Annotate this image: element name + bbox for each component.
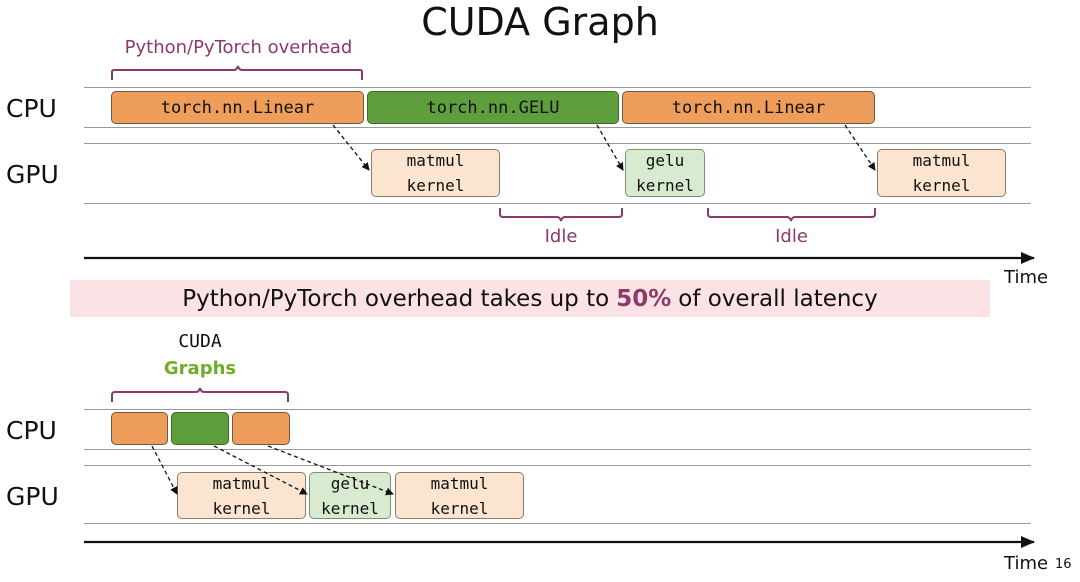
cuda-graphs-brace <box>111 387 289 402</box>
cpu-lane-top-line-bottom <box>84 409 1031 410</box>
cpu-op-label: torch.nn.Linear <box>671 97 826 118</box>
kernel-line2: kernel <box>430 498 489 518</box>
launch-arrow <box>213 445 308 495</box>
gpu-graph-kernel-gelu: gelu kernel <box>309 472 391 519</box>
gpu-lane-top-line <box>84 143 1031 144</box>
idle-brace-1 <box>499 208 623 222</box>
cpu-lane-top-line <box>84 87 1031 88</box>
cpu-graph-op-gelu <box>171 412 229 445</box>
launch-arrow <box>844 124 876 171</box>
page-number: 16 <box>1055 557 1072 572</box>
idle-label-1: Idle <box>544 226 578 247</box>
cpu-op-label: torch.nn.Linear <box>160 97 315 118</box>
cpu-lane-bottom-line <box>84 127 1031 128</box>
launch-arrow <box>267 445 394 496</box>
kernel-line2: kernel <box>912 176 971 195</box>
launch-arrow <box>596 124 624 171</box>
banner-text-after: of overall latency <box>678 285 878 312</box>
time-axis-label-bottom: Time <box>1004 553 1049 574</box>
banner-highlight: 50% <box>616 285 672 312</box>
kernel-line2: kernel <box>406 176 465 195</box>
kernel-line1: matmul <box>430 473 489 493</box>
idle-label-2: Idle <box>775 226 808 247</box>
launch-arrow <box>151 445 178 495</box>
cpu-graph-op-linear-2 <box>232 412 290 445</box>
cpu-op-gelu: torch.nn.GELU <box>367 91 619 124</box>
cpu-row-label-bottom: CPU <box>6 416 57 445</box>
kernel-line2: kernel <box>636 176 694 195</box>
graphs-label: Graphs <box>163 358 237 379</box>
cpu-lane-bottom-line-bottom <box>84 449 1031 450</box>
gpu-graph-kernel-matmul-1: matmul kernel <box>177 472 306 519</box>
gpu-row-label-bottom: GPU <box>6 482 59 511</box>
kernel-line1: matmul <box>912 151 971 170</box>
gpu-lane-bottom-line <box>84 203 1031 204</box>
gpu-graph-kernel-matmul-2: matmul kernel <box>395 472 524 519</box>
gpu-kernel-matmul-2: matmul kernel <box>877 149 1006 197</box>
latency-banner: Python/PyTorch overhead takes up to 50% … <box>70 280 990 317</box>
gpu-kernel-gelu: gelu kernel <box>625 149 705 197</box>
overhead-brace <box>111 65 363 80</box>
kernel-line1: matmul <box>212 473 271 493</box>
cpu-op-linear-2: torch.nn.Linear <box>622 91 875 124</box>
cuda-label: CUDA <box>178 331 222 352</box>
gpu-row-label: GPU <box>6 160 59 189</box>
cpu-graph-op-linear-1 <box>111 412 168 445</box>
gpu-lane-bottom-line-bottom <box>84 523 1031 524</box>
cpu-op-linear-1: torch.nn.Linear <box>111 91 364 124</box>
banner-text-before: Python/PyTorch overhead takes up to <box>182 285 610 312</box>
kernel-line1: matmul <box>406 151 465 170</box>
kernel-line2: kernel <box>321 498 379 518</box>
cpu-op-label: torch.nn.GELU <box>426 97 560 118</box>
slide-title: CUDA Graph <box>421 0 659 44</box>
idle-brace-2 <box>707 208 876 222</box>
time-axis-label-top: Time <box>1004 267 1049 288</box>
overhead-label: Python/PyTorch overhead <box>124 37 353 58</box>
kernel-line2: kernel <box>212 498 271 518</box>
kernel-line1: gelu <box>645 151 685 170</box>
gpu-kernel-matmul-1: matmul kernel <box>371 149 500 197</box>
cpu-row-label: CPU <box>6 94 57 123</box>
kernel-line1: gelu <box>330 473 370 493</box>
gpu-lane-top-line-bottom <box>84 465 1031 466</box>
launch-arrow <box>332 124 370 171</box>
